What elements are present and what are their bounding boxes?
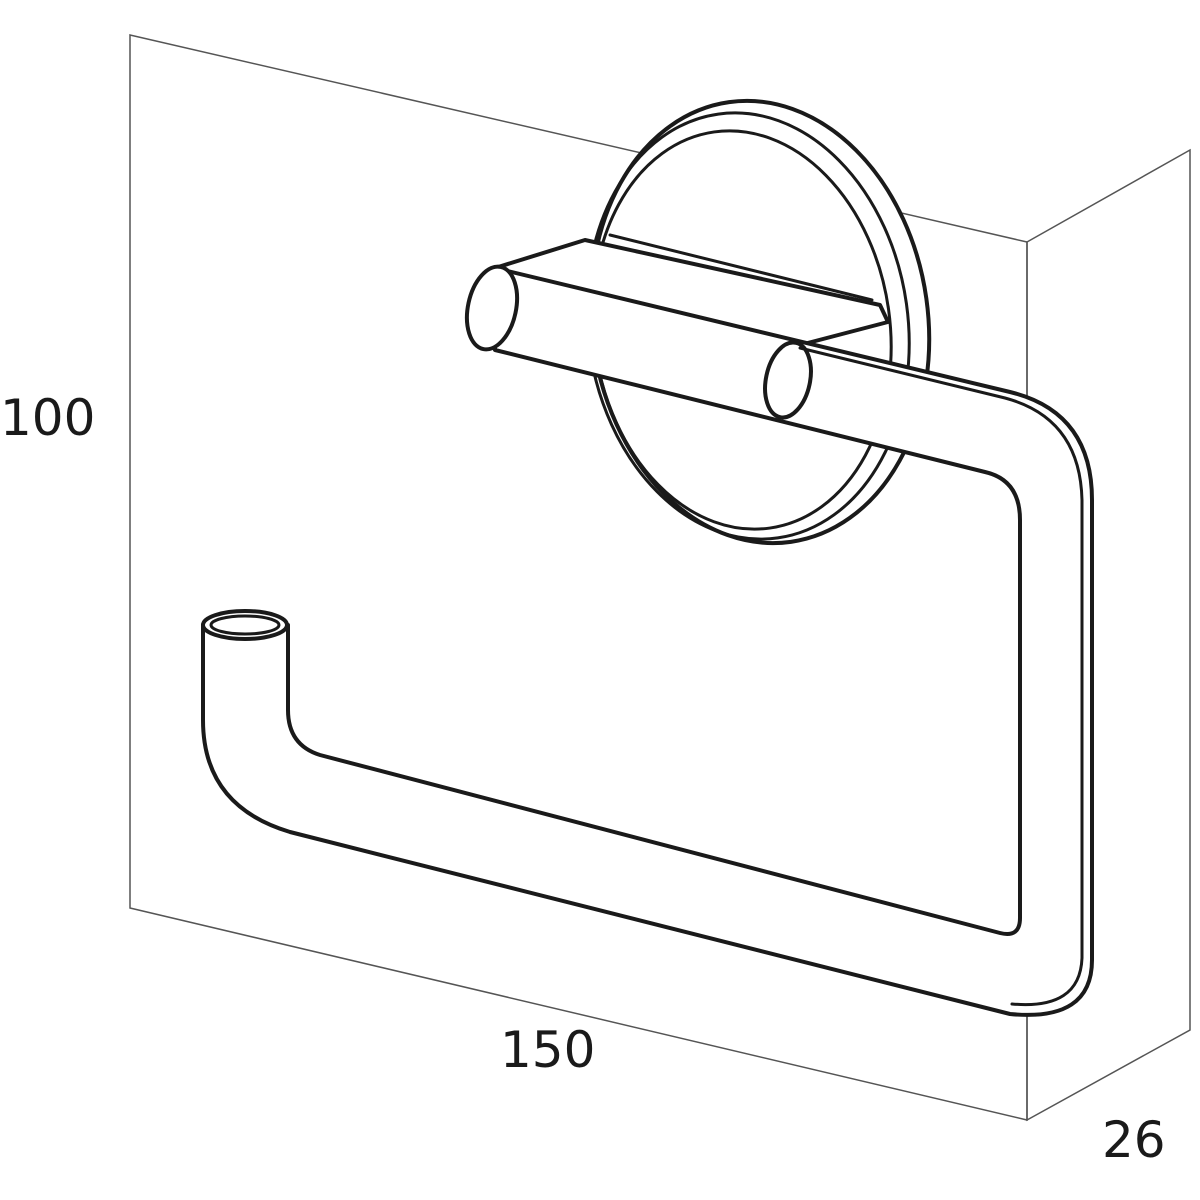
arm-inner-edge bbox=[798, 346, 1084, 1007]
height-dimension-label: 100 bbox=[0, 389, 96, 447]
arm-joint-right bbox=[763, 340, 813, 420]
holder-arm bbox=[201, 266, 1094, 1017]
bracket-edge bbox=[608, 233, 874, 302]
depth-dimension-label: 26 bbox=[1102, 1111, 1166, 1169]
arm-joint-left bbox=[464, 264, 520, 352]
paper-holder bbox=[201, 98, 1094, 1017]
width-dimension-label: 150 bbox=[500, 1021, 596, 1079]
arm-end-cap-inner bbox=[209, 614, 281, 636]
